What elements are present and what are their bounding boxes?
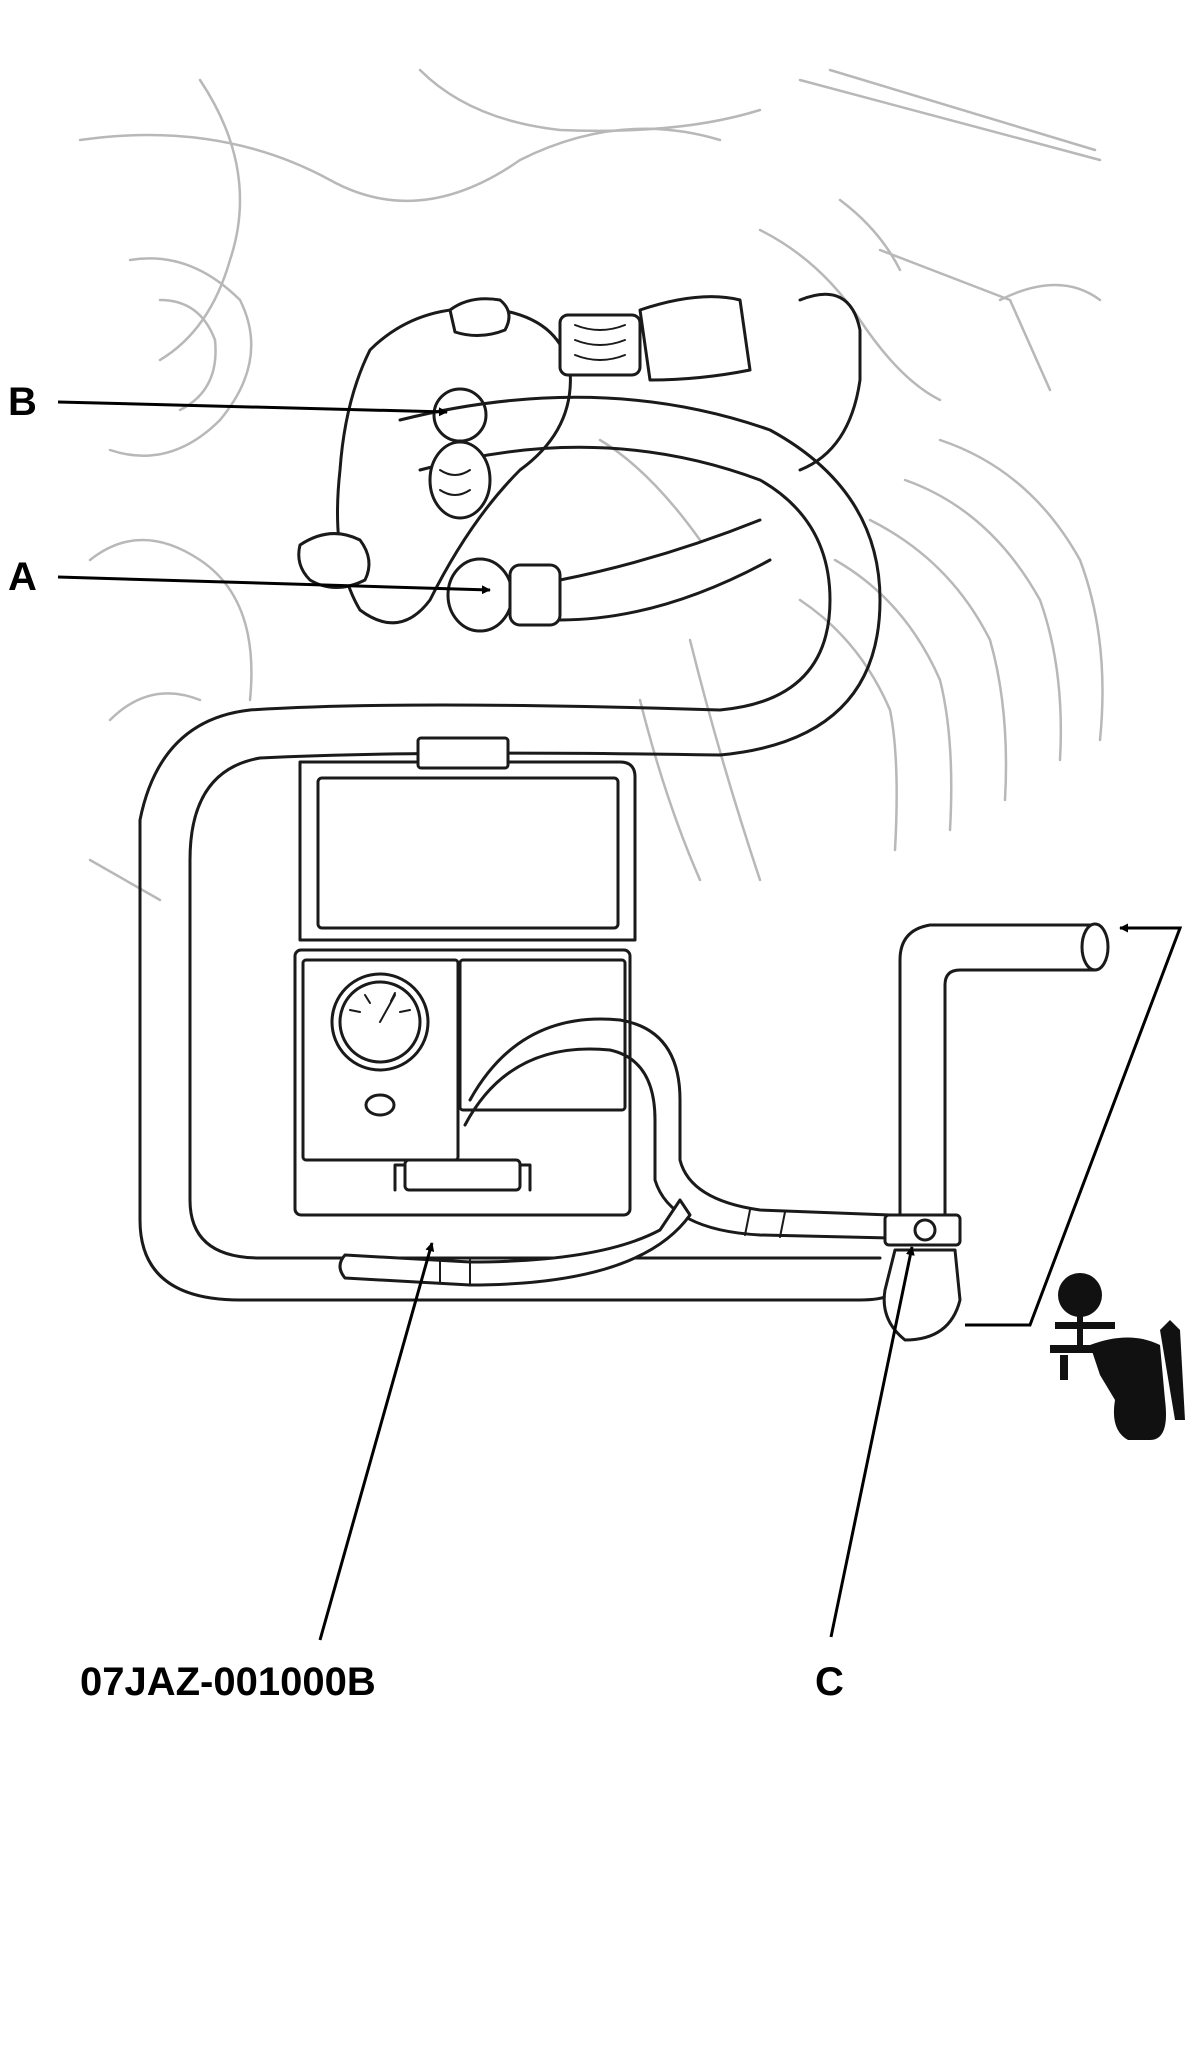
leader-tool — [318, 1242, 435, 1641]
leader-c — [829, 1246, 915, 1638]
callout-a: A — [8, 555, 37, 599]
callout-tool-number: 07JAZ-001000B — [80, 1660, 376, 1704]
large-hose — [138, 292, 907, 1302]
leader-pump — [965, 923, 1183, 1327]
leader-lines — [57, 400, 1183, 1641]
engine-background — [78, 68, 1104, 902]
leader-a — [57, 575, 491, 595]
callout-b: B — [8, 380, 37, 424]
vacuum-pump-icon — [1050, 1273, 1185, 1440]
test-kit-case — [293, 736, 892, 1240]
leader-b — [57, 400, 448, 417]
callout-c: C — [815, 1660, 844, 1704]
tee-fitting-c — [882, 922, 1110, 1342]
